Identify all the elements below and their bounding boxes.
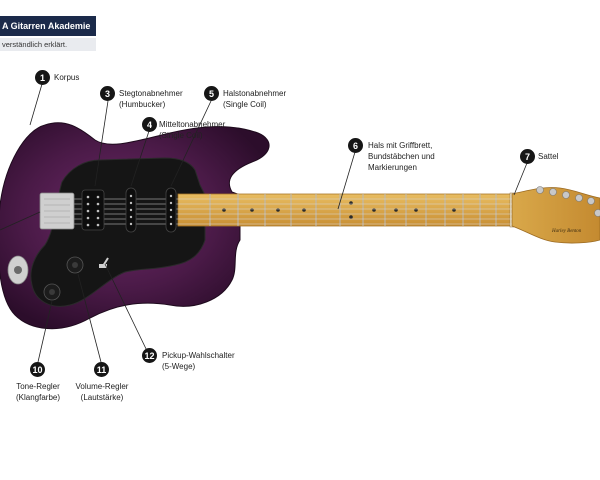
tone-knob — [43, 283, 61, 301]
label-halstonabnehmer: Halstonabnehmer(Single Coil) — [223, 89, 287, 109]
header-title: A Gitarren Akademie — [0, 16, 96, 36]
strings — [45, 198, 512, 225]
label-sattel: Sattel — [538, 152, 559, 161]
frets — [209, 194, 497, 226]
badge-1: 1 — [35, 70, 50, 85]
output-jack — [7, 255, 29, 285]
pickup-selector-switch — [99, 257, 109, 268]
bridge-humbucker — [81, 189, 105, 231]
label-korpus: Korpus — [54, 73, 80, 82]
badge-7: 7 — [520, 149, 535, 164]
badge-5: 5 — [204, 86, 219, 101]
headstock-brand: Harley Benton — [551, 229, 582, 234]
volume-knob — [66, 256, 84, 274]
badge-12: 12 — [142, 348, 157, 363]
tuners — [536, 186, 600, 217]
label-pickup-wahlschalter: Pickup-Wahlschalter(5-Wege) — [162, 351, 235, 371]
headstock — [511, 187, 600, 244]
label-stegtonabnehmer: Stegtonabnehmer(Humbucker) — [119, 89, 183, 109]
badge-4: 4 — [142, 117, 157, 132]
badge-3: 3 — [100, 86, 115, 101]
badge-11: 11 — [94, 362, 109, 377]
label-volume-regler: Volume-Regler(Lautstärke) — [75, 382, 129, 402]
badge-10: 10 — [30, 362, 45, 377]
header-subtitle: verständlich erklärt. — [0, 38, 96, 51]
leader-lines — [0, 83, 528, 363]
label-mitteltonabnehmer: Mitteltonabnehmer(Single Coil) — [159, 120, 226, 140]
label-tone-regler: Tone-Regler(Klangfarbe) — [15, 382, 61, 402]
badge-6: 6 — [348, 138, 363, 153]
